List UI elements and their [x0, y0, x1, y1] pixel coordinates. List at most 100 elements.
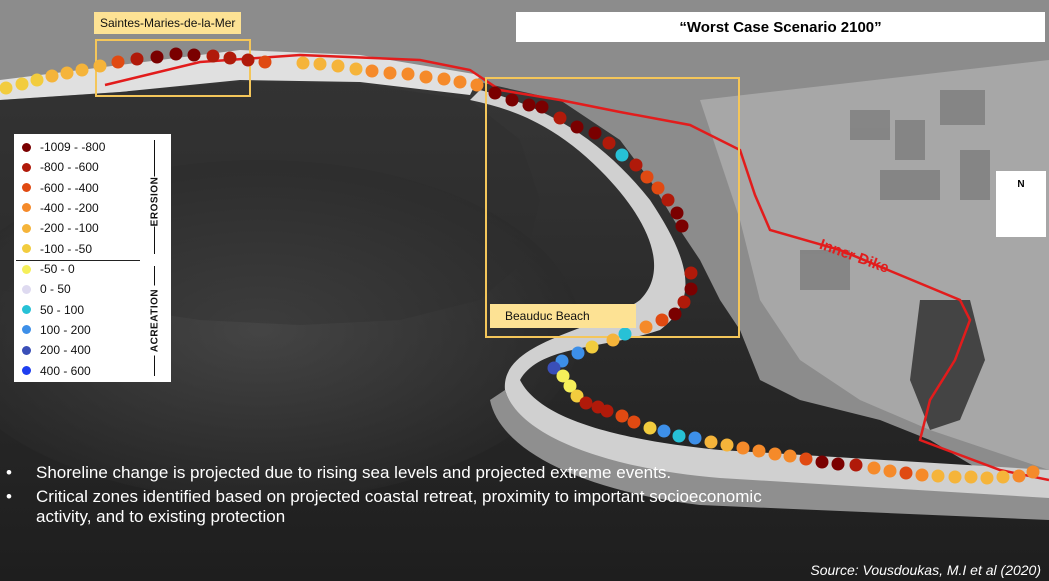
shoreline-change-dot — [258, 55, 272, 69]
shoreline-change-dot — [736, 441, 750, 455]
shoreline-change-dot — [60, 66, 74, 80]
shoreline-change-dot — [470, 78, 484, 92]
shoreline-change-dot — [602, 136, 616, 150]
legend-swatch — [22, 162, 31, 172]
field-blocks — [800, 90, 990, 290]
north-indicator: N — [996, 171, 1046, 237]
shoreline-change-dot — [684, 282, 698, 296]
shoreline-change-dot — [588, 126, 602, 140]
shoreline-change-dot — [639, 320, 653, 334]
shoreline-change-dot — [899, 466, 913, 480]
bullet-item: • Critical zones identified based on pro… — [6, 487, 766, 527]
shoreline-change-dot — [849, 458, 863, 472]
acreation-label: ACREATION — [149, 285, 161, 356]
legend-item: -200 - -100 — [22, 218, 99, 238]
legend-label: 100 - 200 — [40, 322, 91, 337]
shoreline-change-dot — [688, 431, 702, 445]
legend-item: -800 - -600 — [22, 157, 99, 177]
bullet-item: • Shoreline change is projected due to r… — [6, 463, 766, 483]
shoreline-change-dot — [670, 206, 684, 220]
shoreline-change-dot — [752, 444, 766, 458]
shoreline-change-dot — [111, 55, 125, 69]
legend-swatch — [22, 264, 31, 274]
shoreline-change-dot — [130, 52, 144, 66]
shoreline-change-dot — [187, 48, 201, 62]
shoreline-change-dot — [93, 59, 107, 73]
shoreline-change-dot — [640, 170, 654, 184]
legend-item: -600 - -400 — [22, 178, 99, 198]
legend-label: 400 - 600 — [40, 363, 91, 378]
shoreline-change-dot — [672, 429, 686, 443]
bullet-text: Critical zones identified based on proje… — [36, 487, 762, 526]
shoreline-change-dot — [655, 313, 669, 327]
shoreline-change-dot — [627, 415, 641, 429]
shoreline-change-dot — [1012, 469, 1026, 483]
shoreline-change-dot — [522, 98, 536, 112]
shoreline-change-dot — [585, 340, 599, 354]
shoreline-change-dot — [996, 470, 1010, 484]
saintes-label: Saintes-Maries-de-la-Mer — [94, 12, 242, 34]
shoreline-change-dot — [313, 57, 327, 71]
shoreline-change-dot — [980, 471, 994, 485]
shoreline-change-dot — [223, 51, 237, 65]
legend-swatch — [22, 366, 31, 375]
shoreline-change-dot — [0, 81, 13, 95]
bullet-list: • Shoreline change is projected due to r… — [6, 463, 766, 531]
source-citation: Source: Vousdoukas, M.I et al (2020) — [810, 562, 1041, 578]
town-coast — [0, 50, 480, 100]
shoreline-change-dot — [704, 435, 718, 449]
shoreline-change-dot — [570, 389, 584, 403]
legend: -1009 - -800 -800 - -600 -600 - -400 -400 -… — [14, 134, 171, 382]
shoreline-change-dot — [684, 266, 698, 280]
legend-label: -200 - -100 — [40, 221, 99, 236]
legend-item: 0 - 50 — [22, 279, 71, 299]
shoreline-change-dot — [535, 100, 549, 114]
shoreline-change-dot — [1026, 465, 1040, 479]
shoreline-change-dot — [931, 469, 945, 483]
bullet-text: Shoreline change is projected due to ris… — [36, 463, 672, 482]
legend-item: 400 - 600 — [22, 361, 91, 381]
north-label: N — [1017, 179, 1025, 190]
shoreline-change-dot — [661, 193, 675, 207]
shoreline-change-dot — [331, 59, 345, 73]
shoreline-change-dot — [401, 67, 415, 81]
shoreline-change-dot — [768, 447, 782, 461]
legend-label: -400 - -200 — [40, 200, 99, 215]
shoreline-change-dot — [570, 120, 584, 134]
legend-item: -50 - 0 — [22, 259, 75, 279]
legend-separator — [16, 260, 140, 261]
beauduc-label: Beauduc Beach — [490, 304, 636, 328]
shoreline-change-dot — [799, 452, 813, 466]
shoreline-change-dot — [677, 295, 691, 309]
shoreline-change-dot — [241, 53, 255, 67]
shoreline-change-dot — [657, 424, 671, 438]
shoreline-change-dot — [488, 86, 502, 100]
legend-label: -50 - 0 — [40, 262, 75, 276]
legend-label: -100 - -50 — [40, 241, 93, 256]
shoreline-change-dot — [600, 404, 614, 418]
shoreline-change-dot — [45, 69, 59, 83]
shoreline-change-dot — [419, 70, 433, 84]
shoreline-change-dot — [615, 409, 629, 423]
shoreline-change-dot — [867, 461, 881, 475]
erosion-label: EROSION — [149, 176, 161, 227]
legend-item: -1009 - -800 — [22, 137, 105, 157]
shoreline-change-dot — [349, 62, 363, 76]
scenario-title: “Worst Case Scenario 2100” — [516, 12, 1045, 42]
shoreline-change-dot — [453, 75, 467, 89]
shoreline-change-dot — [964, 470, 978, 484]
inner-dike-line — [104, 53, 1049, 482]
legend-label: -800 - -600 — [40, 160, 99, 175]
shoreline-change-dot — [675, 219, 689, 233]
shoreline-change-dot — [30, 73, 44, 87]
shoreline-change-dot — [831, 457, 845, 471]
shoreline-change-dot — [553, 111, 567, 125]
legend-swatch — [22, 244, 31, 253]
shoreline-change-dot — [915, 468, 929, 482]
legend-item: -100 - -50 — [22, 239, 92, 259]
shoreline-change-dot — [75, 63, 89, 77]
shoreline-dots — [0, 47, 1040, 485]
shoreline-change-dot — [15, 77, 29, 91]
shoreline-change-dot — [571, 346, 585, 360]
shoreline-change-dot — [606, 333, 620, 347]
